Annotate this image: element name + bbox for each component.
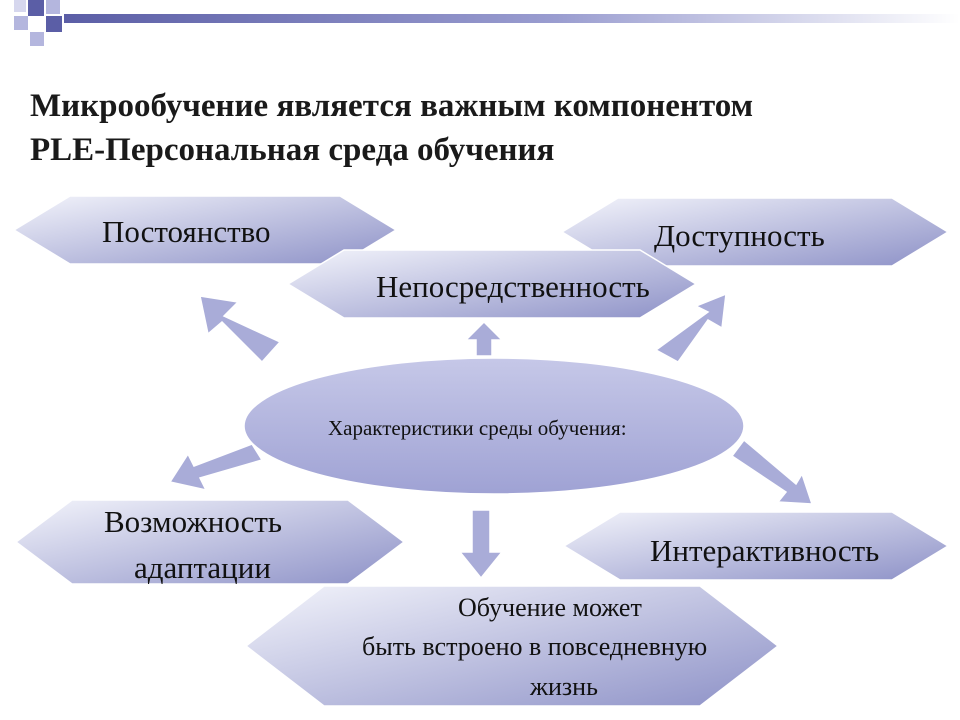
label-adaptation-line1: Возможность xyxy=(104,504,283,539)
label-embedded-line2: быть встроено в повседневную xyxy=(362,632,708,661)
arrow-up-left xyxy=(199,295,282,364)
label-immediacy: Непосредственность xyxy=(376,269,650,304)
header-squares xyxy=(14,0,62,46)
center-ellipse xyxy=(243,357,745,495)
hexagon-immediacy xyxy=(286,249,698,319)
arrow-down-right xyxy=(730,438,814,505)
label-embedded-line3: жизнь xyxy=(530,672,598,701)
hexagon-interactivity xyxy=(562,511,950,581)
page-title: Микрообучение является важным компоненто… xyxy=(30,84,930,172)
arrow-down-left xyxy=(168,443,264,492)
arrow-up-right xyxy=(654,292,727,363)
title-line-1: Микрообучение является важным компоненто… xyxy=(30,88,754,124)
label-interactivity: Интерактивность xyxy=(650,533,880,568)
label-embedded-line1: Обучение может xyxy=(458,593,642,622)
hexagon-embedded xyxy=(244,585,780,707)
label-accessibility: Доступность xyxy=(654,218,825,253)
arrow-down xyxy=(458,509,504,580)
center-label: Характеристики среды обучения: xyxy=(328,416,627,440)
hexagon-adaptation xyxy=(14,499,406,585)
hexagon-constancy xyxy=(12,195,398,265)
label-adaptation-line2: адаптации xyxy=(134,550,271,585)
label-constancy: Постоянство xyxy=(102,214,271,249)
title-line-2: PLE-Персональная среда обучения xyxy=(30,132,555,168)
header-gradient-band xyxy=(64,14,960,23)
arrow-up xyxy=(464,320,504,357)
